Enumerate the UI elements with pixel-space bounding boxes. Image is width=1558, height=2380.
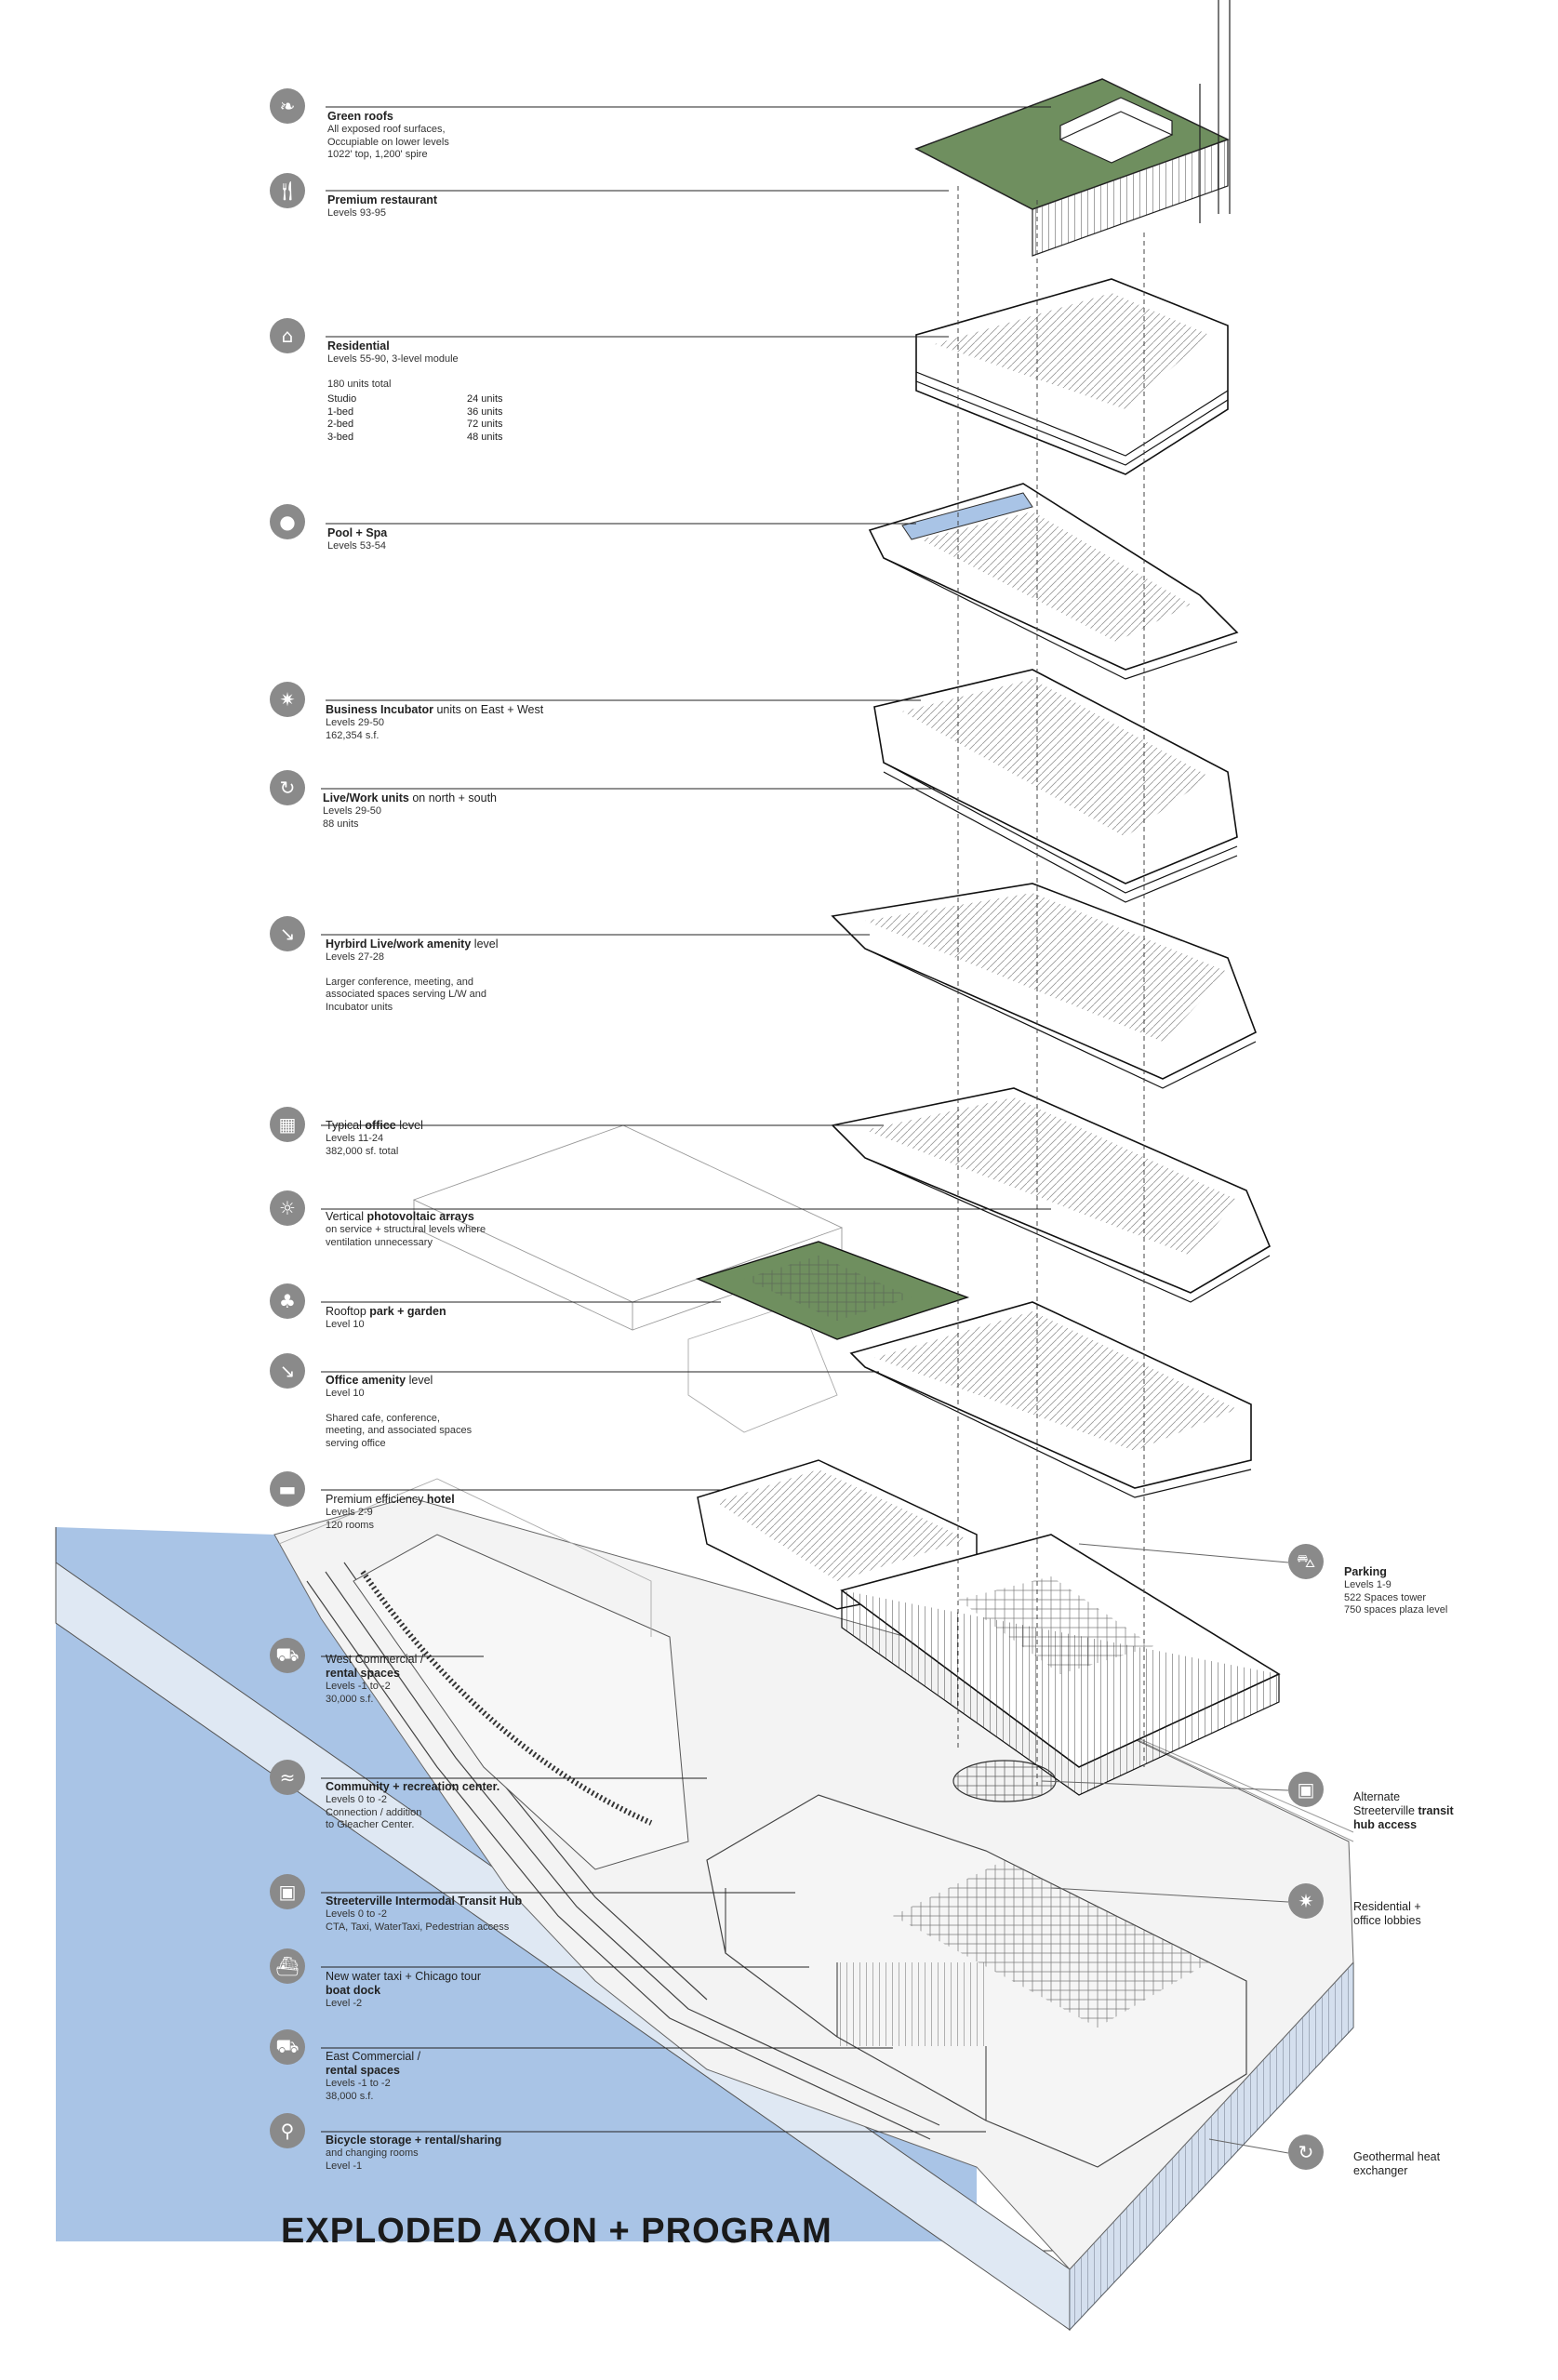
label-hotel: Premium efficiency hotel Levels 2-9 120 …	[326, 1493, 455, 1531]
label-parking: Parking Levels 1-9 522 Spaces tower 750 …	[1344, 1565, 1448, 1615]
label-rooftop-park: Rooftop park + garden Level 10	[326, 1305, 446, 1330]
label-geothermal: Geothermal heat exchanger	[1353, 2150, 1441, 2177]
pool-level	[868, 483, 1239, 680]
alignment-lines	[957, 186, 1145, 1786]
drop-icon: ●	[270, 504, 305, 539]
label-bicycle: Bicycle storage + rental/sharing and cha…	[326, 2134, 502, 2172]
label-community-center: Community + recreation center. Levels 0 …	[326, 1780, 500, 1830]
podium-glass-roof	[893, 1860, 1209, 2028]
label-residential: Residential Levels 55-90, 3-level module…	[327, 339, 523, 444]
compass-star-icon: ✷	[1288, 1883, 1324, 1919]
transit-rotunda	[952, 1760, 1057, 1802]
label-east-commercial: East Commercial / rental spaces Levels -…	[326, 2050, 421, 2102]
incubator-level	[873, 669, 1238, 903]
leader-lines	[321, 106, 1051, 2133]
base-right-face-tint	[1070, 1962, 1353, 2330]
rooftop-park-level	[695, 1241, 970, 1340]
cart-icon: ⛟︎	[270, 1638, 305, 1673]
label-live-work: Live/Work units on north + south Levels …	[323, 791, 498, 830]
label-transit-hub: Streeterville Intermodal Transit Hub Lev…	[326, 1895, 523, 1933]
recycle-arrow-icon: ↻	[1288, 2134, 1324, 2170]
car-icon: ⛍︎	[1288, 1544, 1324, 1579]
leader-lines-right	[1041, 1543, 1289, 2154]
label-alt-transit: Alternate Streeterville transit hub acce…	[1353, 1790, 1454, 1831]
parking-level	[840, 1534, 1281, 1796]
label-premium-restaurant: Premium restaurant Levels 93-95	[327, 193, 438, 219]
podium-curved-facade	[360, 1570, 653, 1826]
label-boat-dock: New water taxi + Chicago tour boat dock …	[326, 1970, 482, 2009]
label-hybrid-amenity: Hyrbird Live/work amenity level Levels 2…	[326, 937, 499, 1013]
label-green-roofs: Green roofs All exposed roof surfaces, O…	[327, 110, 449, 160]
bus-icon: ▣	[270, 1874, 305, 1909]
label-west-commercial: West Commercial / rental spaces Levels -…	[326, 1653, 424, 1705]
house-icon: ⌂	[270, 318, 305, 353]
arrow-down-right-icon: ↘	[270, 916, 305, 951]
bus-icon: ▣	[1288, 1772, 1324, 1807]
hybrid-amenity-level	[831, 883, 1258, 1089]
bicycle-icon: ⚲	[270, 2113, 305, 2148]
recycle-arrow-icon: ↻	[270, 770, 305, 805]
cart-icon: ⛟︎	[270, 2029, 305, 2065]
label-lobbies: Residential + office lobbies	[1353, 1900, 1421, 1927]
office-amenity-level	[849, 1301, 1252, 1498]
residential-level	[915, 278, 1229, 475]
office-level	[831, 1087, 1272, 1303]
roof-level	[914, 0, 1231, 257]
fork-knife-icon: 🍴︎	[270, 173, 305, 208]
podium-west	[353, 1534, 689, 1870]
label-office-amenity: Office amenity level Level 10 Shared caf…	[326, 1374, 473, 1449]
sun-icon: ☼	[270, 1190, 305, 1226]
podium-vertical-screens	[837, 1962, 986, 2046]
label-pool-spa: Pool + Spa Levels 53-54	[327, 526, 388, 552]
swimmer-icon: ≈	[270, 1760, 305, 1795]
label-photovoltaic: Vertical photovoltaic arrays on service …	[326, 1210, 486, 1248]
arrow-down-right-icon: ↘	[270, 1353, 305, 1389]
label-business-incubator: Business Incubator units on East + West …	[326, 703, 544, 741]
page-title: EXPLODED AXON + PROGRAM	[281, 2212, 832, 2251]
label-typical-office: Typical office level Levels 11-24 382,00…	[326, 1119, 423, 1157]
compass-star-icon: ✷	[270, 682, 305, 717]
tree-icon: ♣	[270, 1283, 305, 1319]
office-building-icon: ▦	[270, 1107, 305, 1142]
boat-icon: ⛴︎	[270, 1948, 305, 1984]
leaf-icon: ❧	[270, 88, 305, 124]
bed-icon: ▬	[270, 1471, 305, 1507]
